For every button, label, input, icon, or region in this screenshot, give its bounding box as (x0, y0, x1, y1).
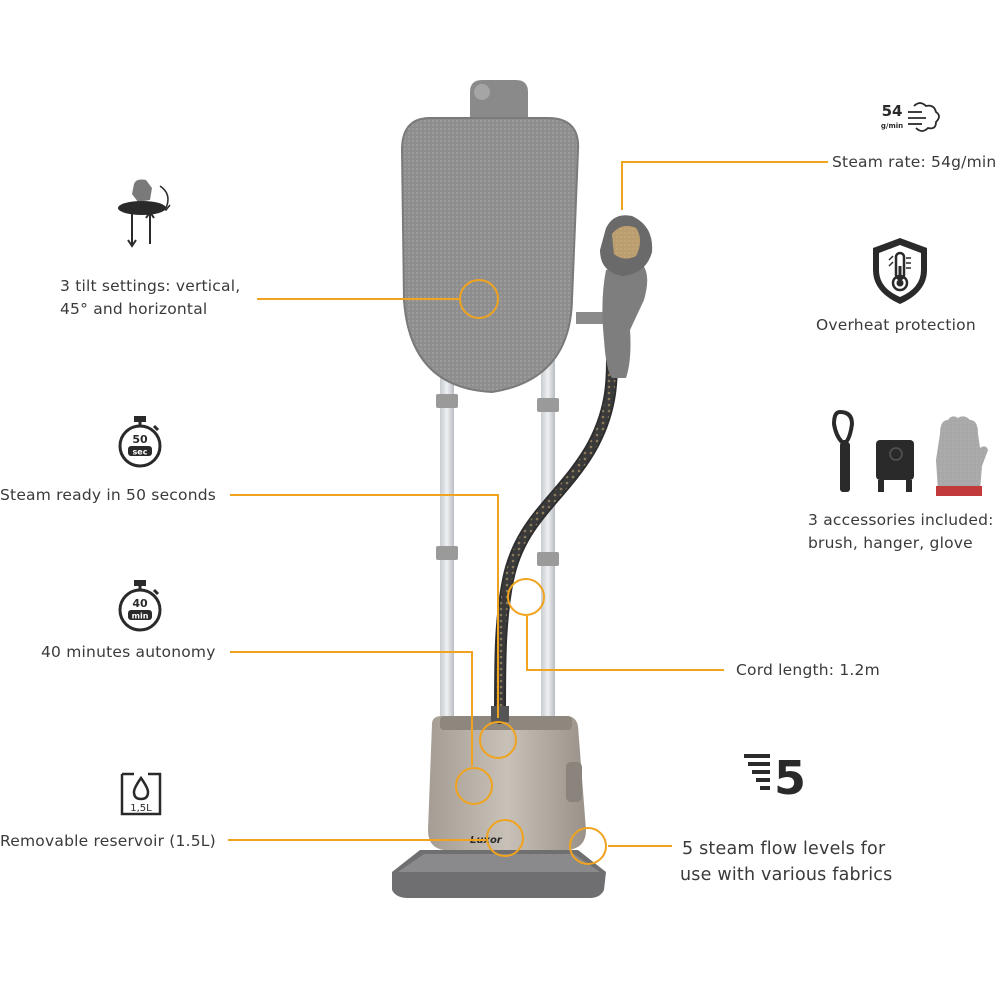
steam-levels-label-line1: 5 steam flow levels for (682, 839, 886, 859)
autonomy-label: 40 minutes autonomy (41, 643, 216, 661)
water-tank (428, 716, 586, 850)
steam-rate-icon: 54 g/min (881, 102, 940, 132)
reservoir-label: Removable reservoir (1.5L) (0, 832, 216, 850)
glove-icon (936, 416, 988, 496)
hanger-icon (876, 440, 914, 492)
steam-ready-label: Steam ready in 50 seconds (0, 486, 217, 504)
accessories-label-line1: 3 accessories included: (808, 511, 994, 529)
left-pole (440, 360, 454, 730)
ironing-board (400, 117, 580, 394)
brush-icon (831, 410, 855, 492)
stopwatch-value: 40 (132, 597, 148, 610)
steam-rate-value: 54 (882, 102, 903, 120)
steam-hose (494, 354, 618, 724)
steam-levels-label-line2: use with various fabrics (680, 865, 893, 885)
cord-length-label: Cord length: 1.2m (736, 661, 880, 679)
stopwatch-unit: min (132, 612, 149, 621)
stopwatch-icon: 50 sec (118, 416, 162, 468)
steam-rate-label: Steam rate: 54g/min (832, 153, 997, 171)
tilt-settings-label-line2: 45° and horizontal (60, 300, 208, 318)
overheat-protection-label: Overheat protection (816, 316, 976, 334)
steam-levels-icon: 5 (744, 751, 806, 798)
shield-thermometer-icon (873, 238, 927, 304)
accessories-label-line2: brush, hanger, glove (808, 534, 973, 552)
stopwatch-unit: sec (133, 448, 148, 457)
stopwatch-icon: 40 min (118, 580, 162, 632)
steamer-handle (602, 262, 648, 378)
tilt-settings-label-line1: 3 tilt settings: vertical, (60, 277, 241, 295)
right-pole (541, 360, 555, 730)
steam-rate-unit: g/min (881, 122, 903, 130)
accessories-icon (831, 410, 988, 496)
reservoir-capacity: 1,5L (130, 803, 152, 814)
reservoir-icon: 1,5L (120, 772, 162, 816)
stopwatch-value: 50 (132, 433, 148, 446)
steam-levels-value: 5 (774, 751, 806, 798)
callout-lines (228, 161, 828, 865)
tilt-icon (118, 179, 171, 248)
